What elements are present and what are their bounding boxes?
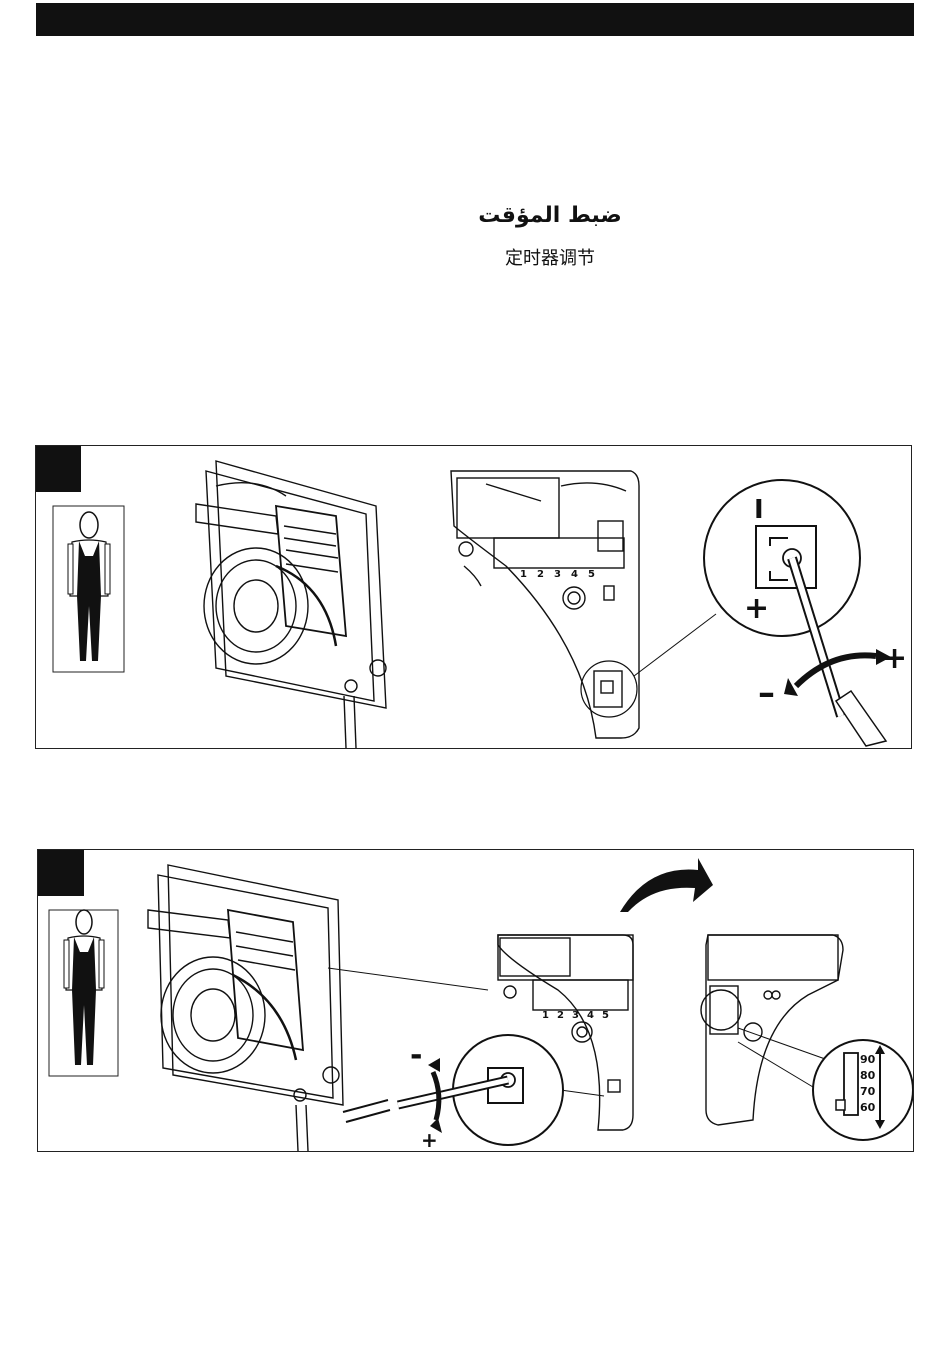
terminal-4: 4: [587, 1010, 594, 1021]
terminal-4: 4: [571, 569, 578, 580]
marker-I: I: [754, 495, 764, 525]
scale-60: 60: [860, 1101, 876, 1114]
control-board-drawing: [451, 471, 716, 738]
plus-label-left: +: [744, 591, 769, 626]
step-number-box: [36, 446, 81, 492]
step-panel-2: 1 2 3 4 5 - +: [37, 849, 914, 1152]
fan-unit-drawing: [196, 461, 386, 748]
magnified-trimmer-detail-2: [343, 1035, 563, 1145]
plus-label: +: [421, 1128, 438, 1151]
scale-90: 90: [860, 1053, 876, 1066]
scale-70: 70: [860, 1085, 876, 1098]
terminal-3: 3: [554, 569, 561, 580]
plus-label-right: +: [882, 641, 907, 676]
terminal-3: 3: [572, 1010, 579, 1021]
title-arabic: ضبط المؤقت: [420, 203, 680, 228]
technician-icon: [49, 910, 118, 1076]
step-number-box: [38, 850, 84, 896]
terminal-numbers-1: 1 2 3 4 5: [520, 569, 595, 580]
scale-80: 80: [860, 1069, 876, 1082]
terminal-1: 1: [520, 569, 527, 580]
terminal-numbers-2: 1 2 3 4 5: [542, 1010, 609, 1021]
technician-icon: [53, 506, 124, 672]
magnified-trimmer-detail: [704, 480, 891, 746]
terminal-1: 1: [542, 1010, 549, 1021]
flip-arrow-icon: [620, 858, 713, 912]
minus-label: –: [758, 673, 775, 713]
title-chinese: 定时器调节: [420, 244, 680, 270]
terminal-2: 2: [557, 1010, 564, 1021]
minus-label: -: [410, 1038, 422, 1073]
step-panel-1: 1 2 3 4 5 I + + –: [35, 445, 912, 749]
header-bar: [36, 3, 914, 36]
terminal-2: 2: [537, 569, 544, 580]
terminal-5: 5: [588, 569, 595, 580]
terminal-5: 5: [602, 1010, 609, 1021]
